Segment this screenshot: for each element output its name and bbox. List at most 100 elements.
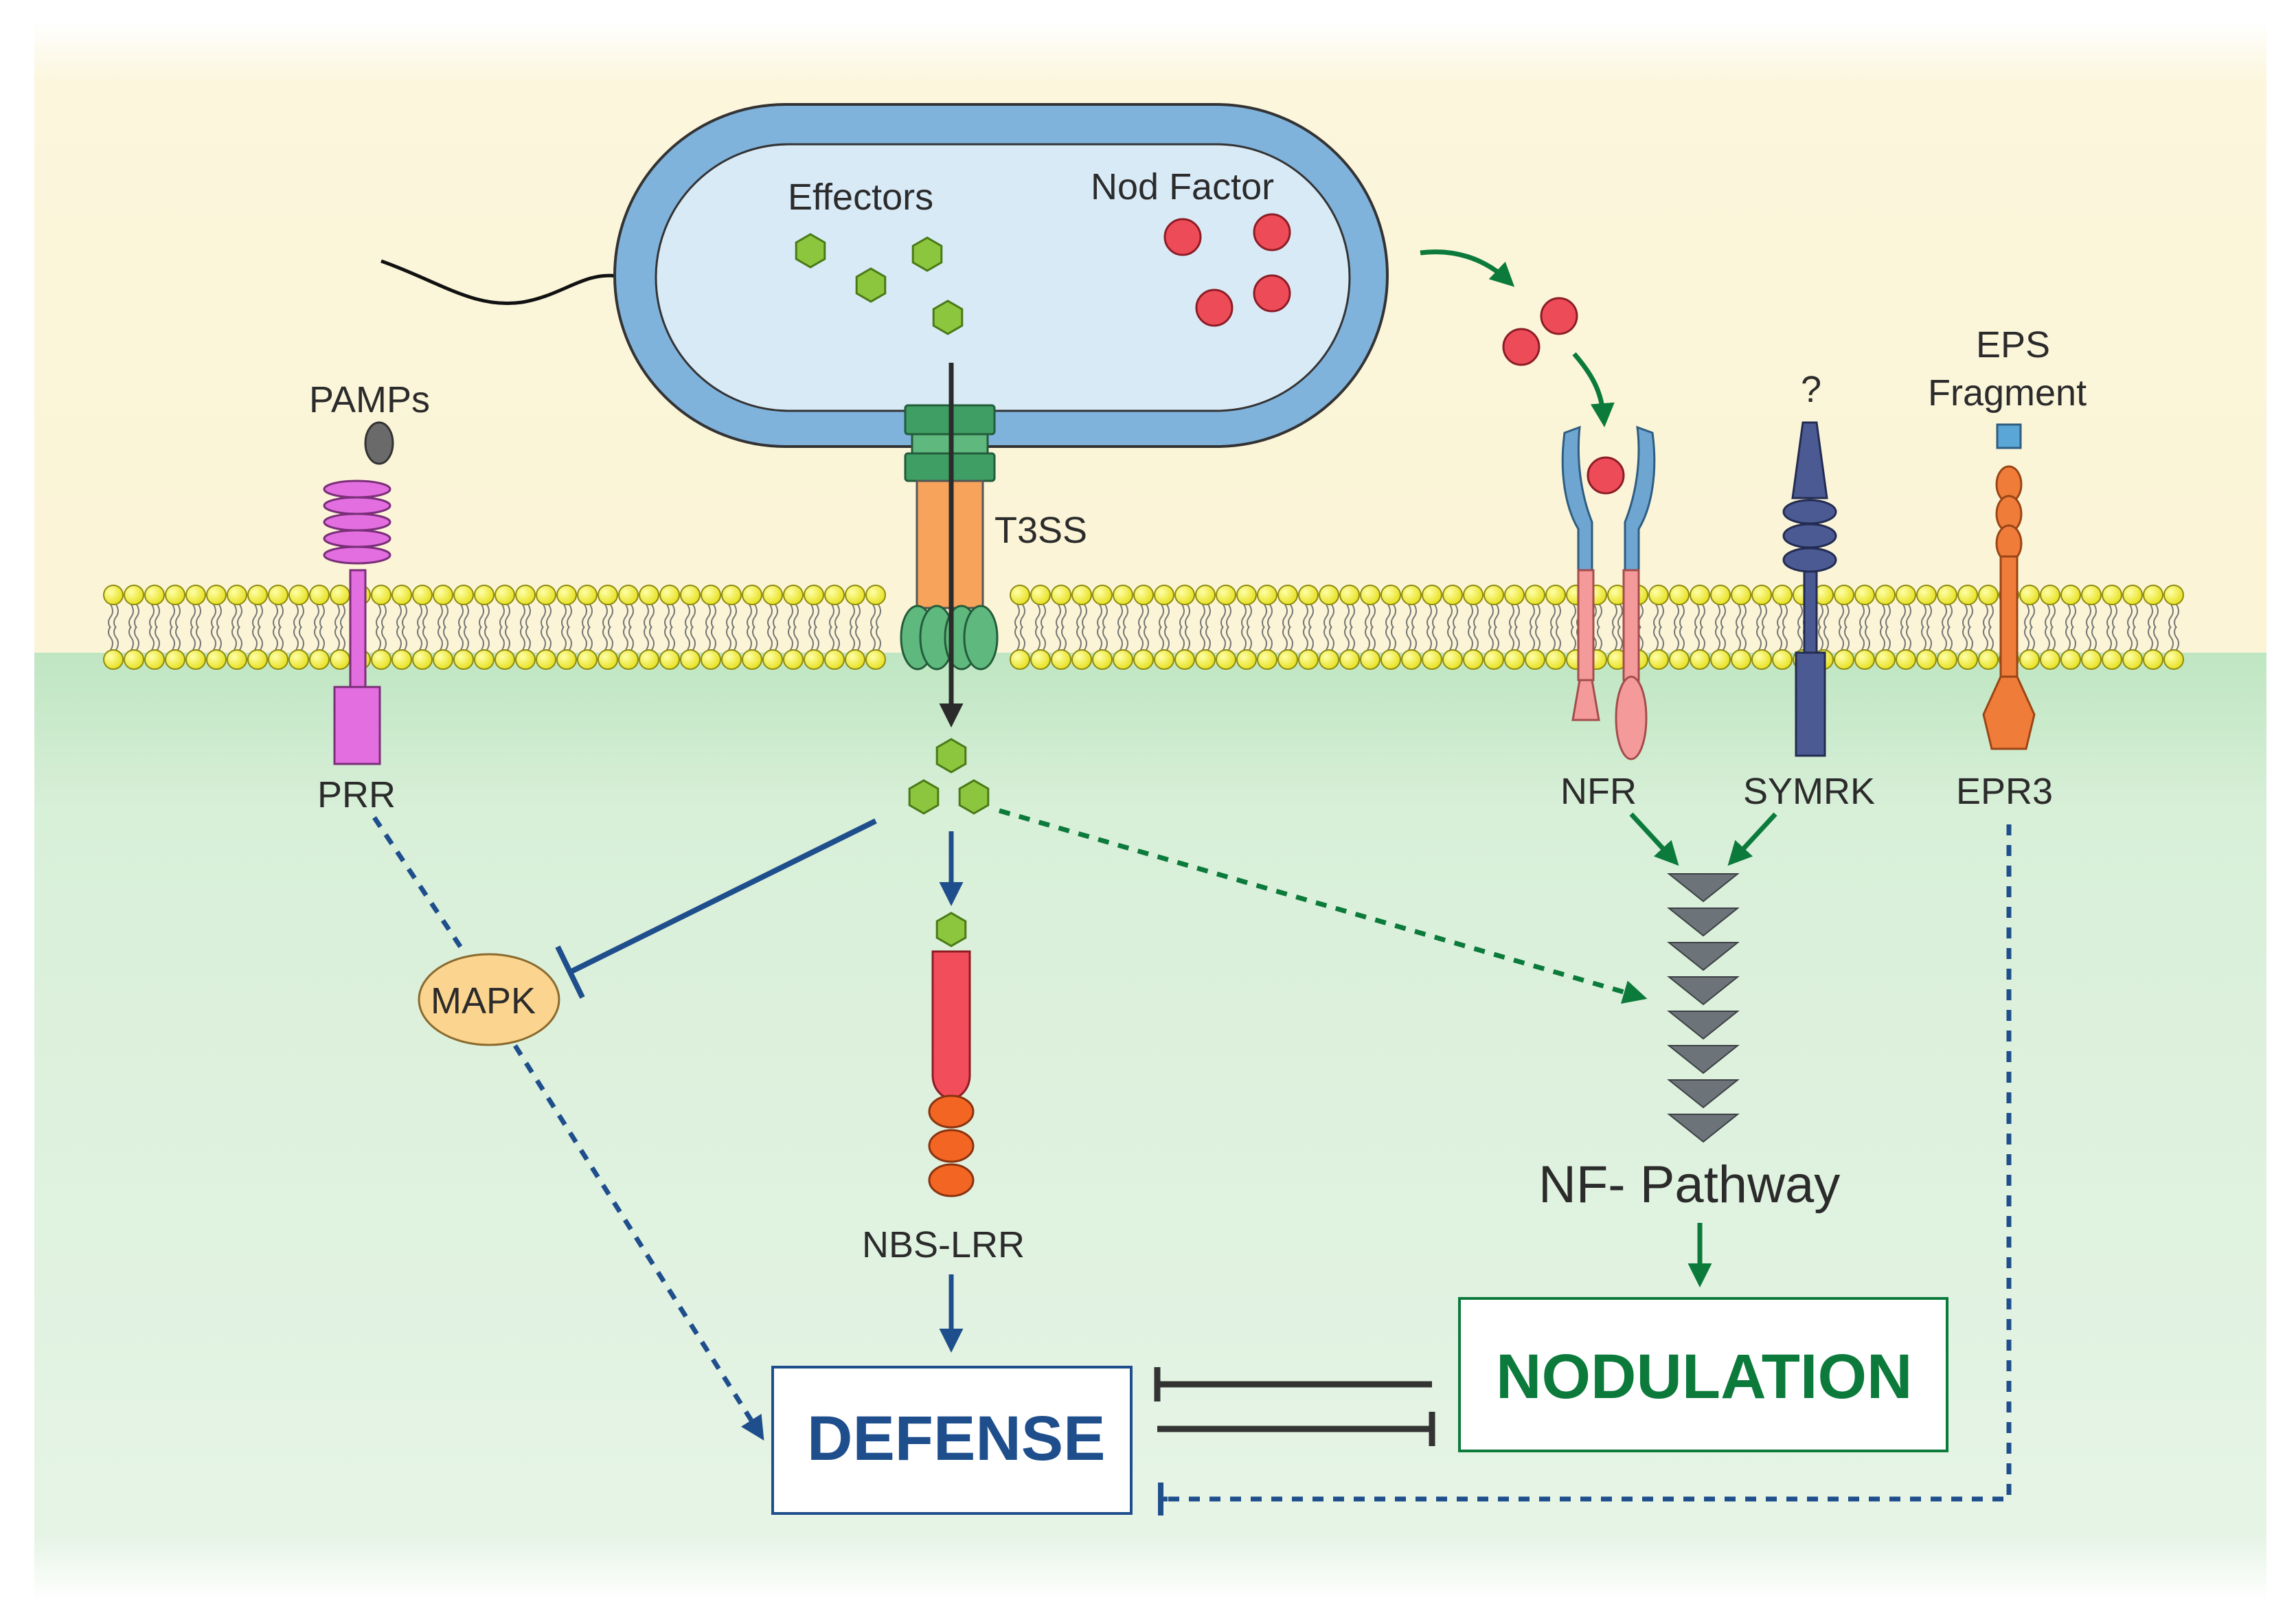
lipid-tail <box>1880 604 1885 629</box>
lipid-head <box>412 649 433 670</box>
lipid-tail <box>2086 626 2091 651</box>
lipid-tail <box>1906 604 1911 629</box>
lipid-head <box>2163 649 2184 670</box>
lipid-tail <box>417 604 422 629</box>
lipid-head <box>721 585 742 605</box>
lipid-head <box>556 585 577 605</box>
lipid-tail <box>834 604 840 629</box>
lipid-tail <box>1144 604 1149 629</box>
lipid-head <box>2143 649 2163 670</box>
lipid-tail <box>1447 626 1453 651</box>
lipid-tail <box>670 626 675 651</box>
lipid-head <box>288 585 309 605</box>
lipid-head <box>1195 649 1216 670</box>
lipid-head <box>268 649 288 670</box>
lipid-head <box>1545 649 1566 670</box>
lipid-head <box>1422 585 1442 605</box>
lipid-head <box>1113 649 1133 670</box>
lipid-tail <box>705 604 711 629</box>
lipid-tail <box>752 626 758 651</box>
lipid-head <box>1669 585 1690 605</box>
lipid-tail <box>1571 626 1576 651</box>
nod-factor-molecule <box>1502 328 1541 366</box>
lipid-head <box>536 649 556 670</box>
lipid-tail <box>1159 626 1164 651</box>
lipid-tail <box>561 604 567 629</box>
lipid-tail <box>464 604 469 629</box>
lipid-tail <box>1041 604 1046 629</box>
lipid-head <box>1916 585 1937 605</box>
lipid-head <box>1504 649 1525 670</box>
lipid-tail <box>561 626 567 651</box>
lipid-tail <box>1865 604 1870 629</box>
lipid-head <box>598 649 618 670</box>
lipid-head <box>2102 649 2122 670</box>
lipid-tail <box>1323 626 1329 651</box>
lipid-head <box>1236 649 1257 670</box>
nodulation-label: NODULATION <box>1496 1342 1912 1412</box>
lipid-tail <box>381 626 387 651</box>
lipid-head <box>1401 585 1422 605</box>
lipid-tail <box>1962 604 1968 629</box>
epr3-label: EPR3 <box>1956 771 2053 812</box>
lipid-tail <box>293 604 299 629</box>
lipid-tail <box>1391 604 1396 629</box>
eps-label-line1: EPS <box>1976 324 2050 365</box>
lipid-tail <box>850 604 855 629</box>
lipid-tail <box>690 626 696 651</box>
lipid-tail <box>479 604 484 629</box>
lipid-head <box>1854 585 1875 605</box>
lipid-head <box>1525 649 1545 670</box>
lipid-tail <box>1179 604 1185 629</box>
lipid-tail <box>484 626 490 651</box>
lipid-tail <box>855 626 861 651</box>
lipid-head <box>1174 585 1195 605</box>
lipid-tail <box>2045 604 2050 629</box>
lipid-tail <box>340 626 345 651</box>
lipid-head <box>391 649 412 670</box>
lipid-tail <box>1530 626 1535 651</box>
lipid-head <box>144 649 165 670</box>
nod-factor-group <box>1163 213 1625 495</box>
lipid-head <box>742 585 762 605</box>
lipid-head <box>1174 649 1195 670</box>
lipid-tail <box>381 604 387 629</box>
lipid-head <box>453 585 474 605</box>
nbs-lrr-label: NBS-LRR <box>862 1224 1025 1265</box>
lipid-tail <box>1159 604 1164 629</box>
lipid-tail <box>1844 604 1850 629</box>
lipid-tail <box>1777 626 1782 651</box>
lipid-tail <box>155 626 160 651</box>
pathway-step <box>1667 1114 1740 1143</box>
lipid-head <box>1690 585 1710 605</box>
lipid-head <box>804 585 824 605</box>
lipid-head <box>1380 585 1401 605</box>
lipid-tail <box>1674 604 1679 629</box>
lipid-tail <box>1762 626 1767 651</box>
epr3-receptor <box>1982 465 2036 750</box>
lipid-tail <box>1200 604 1205 629</box>
eps-label-line2: Fragment <box>1928 372 2087 414</box>
lipid-head <box>185 649 206 670</box>
lipid-tail <box>299 626 304 651</box>
lipid-head <box>1834 649 1854 670</box>
lipid-head <box>268 585 288 605</box>
lipid-head <box>309 585 330 605</box>
lipid-tail <box>1556 604 1561 629</box>
lipid-tail <box>149 604 155 629</box>
nod-factor-binding-arrow <box>1572 352 1615 427</box>
lipid-tail <box>520 604 525 629</box>
lipid-tail <box>1164 604 1170 629</box>
lipid-tail <box>1823 604 1829 629</box>
lipid-tail <box>793 626 799 651</box>
lipid-tail <box>196 604 201 629</box>
lipid-tail <box>546 604 552 629</box>
lipid-tail <box>1488 604 1494 629</box>
nodulation-box <box>1458 1297 1948 1452</box>
lipid-tail <box>1720 626 1726 651</box>
lipid-head <box>371 649 391 670</box>
lipid-tail <box>1659 626 1664 651</box>
lipid-tail <box>623 626 628 651</box>
effector-molecule <box>855 267 887 303</box>
lipid-tail <box>422 626 428 651</box>
